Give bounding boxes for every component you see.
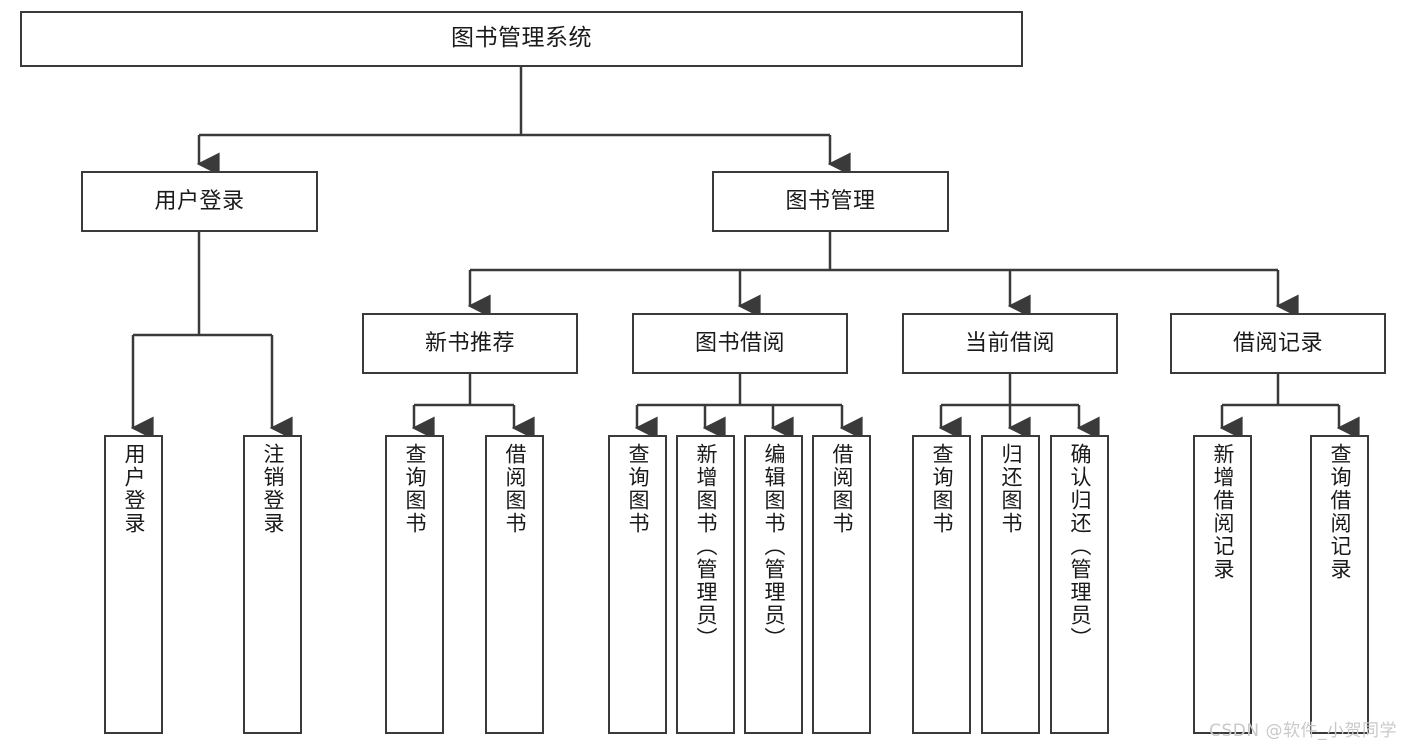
node-label: 当前借阅 bbox=[964, 330, 1055, 356]
leaf-query-book-recommend[interactable]: 查询图书 bbox=[385, 435, 444, 734]
leaf-add-book-admin[interactable]: 新增图书（管理员） bbox=[676, 435, 735, 734]
node-label: 注销登录 bbox=[261, 443, 285, 535]
leaf-logout[interactable]: 注销登录 bbox=[243, 435, 302, 734]
leaf-confirm-return-admin[interactable]: 确认归还（管理员） bbox=[1050, 435, 1109, 734]
node-label: 新增借阅记录 bbox=[1211, 443, 1235, 581]
node-label: 查询图书 bbox=[403, 443, 427, 535]
node-label: 借阅记录 bbox=[1232, 330, 1323, 356]
node-new-book-recommend[interactable]: 新书推荐 bbox=[362, 313, 578, 374]
leaf-user-login[interactable]: 用户登录 bbox=[104, 435, 163, 734]
node-book-management[interactable]: 图书管理 bbox=[712, 171, 949, 232]
watermark-text: CSDN @软件_小贺同学 bbox=[1209, 721, 1397, 741]
node-label: 图书借阅 bbox=[694, 330, 785, 356]
node-borrow-records[interactable]: 借阅记录 bbox=[1170, 313, 1386, 374]
leaf-borrow-book-recommend[interactable]: 借阅图书 bbox=[485, 435, 544, 734]
node-current-borrow[interactable]: 当前借阅 bbox=[902, 313, 1118, 374]
node-label: 编辑图书（管理员） bbox=[762, 443, 786, 650]
node-label: 查询图书 bbox=[930, 443, 954, 535]
leaf-query-borrow-record[interactable]: 查询借阅记录 bbox=[1310, 435, 1369, 734]
node-user-login[interactable]: 用户登录 bbox=[81, 171, 318, 232]
node-label: 查询借阅记录 bbox=[1328, 443, 1352, 581]
leaf-query-book-current[interactable]: 查询图书 bbox=[912, 435, 971, 734]
node-label: 用户登录 bbox=[122, 443, 146, 535]
node-label: 用户登录 bbox=[154, 188, 245, 214]
node-root-system[interactable]: 图书管理系统 bbox=[20, 11, 1023, 67]
leaf-add-borrow-record[interactable]: 新增借阅记录 bbox=[1193, 435, 1252, 734]
node-label: 归还图书 bbox=[999, 443, 1023, 535]
leaf-return-book[interactable]: 归还图书 bbox=[981, 435, 1040, 734]
leaf-edit-book-admin[interactable]: 编辑图书（管理员） bbox=[744, 435, 803, 734]
node-label: 借阅图书 bbox=[830, 443, 854, 535]
node-label: 图书管理 bbox=[785, 188, 876, 214]
leaf-query-book-borrow[interactable]: 查询图书 bbox=[608, 435, 667, 734]
node-label: 借阅图书 bbox=[503, 443, 527, 535]
leaf-borrow-book[interactable]: 借阅图书 bbox=[812, 435, 871, 734]
node-book-borrow[interactable]: 图书借阅 bbox=[632, 313, 848, 374]
node-label: 新增图书（管理员） bbox=[694, 443, 718, 650]
node-label: 查询图书 bbox=[626, 443, 650, 535]
node-label: 确认归还（管理员） bbox=[1068, 443, 1092, 650]
node-label: 新书推荐 bbox=[424, 330, 515, 356]
node-label: 图书管理系统 bbox=[451, 25, 592, 52]
